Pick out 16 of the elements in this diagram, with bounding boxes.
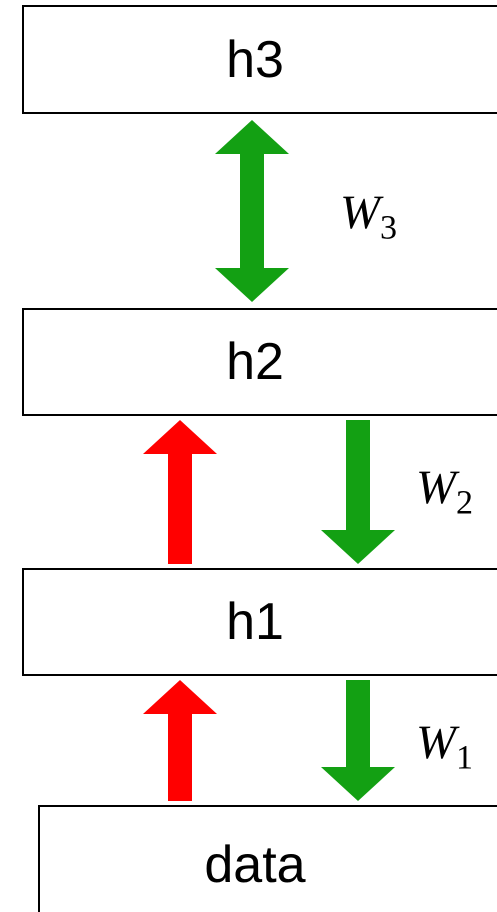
layer-label: data: [204, 835, 306, 895]
layer-label: h2: [226, 332, 284, 392]
layer-label: h1: [226, 592, 284, 652]
block-arrow: [321, 680, 395, 801]
layer-box: [38, 805, 497, 912]
weight-label: W$_{3}$: [340, 185, 397, 248]
block-arrow: [143, 680, 217, 801]
layer-box: [22, 5, 497, 114]
layer-box: [22, 568, 497, 676]
block-arrow: [215, 120, 289, 302]
layer-label: h3: [226, 30, 284, 90]
block-arrow: [143, 420, 217, 564]
block-arrow: [321, 420, 395, 564]
weight-label: W$_{2}$: [416, 460, 473, 523]
weight-label: W$_{1}$: [416, 715, 473, 778]
layer-box: [22, 308, 497, 416]
